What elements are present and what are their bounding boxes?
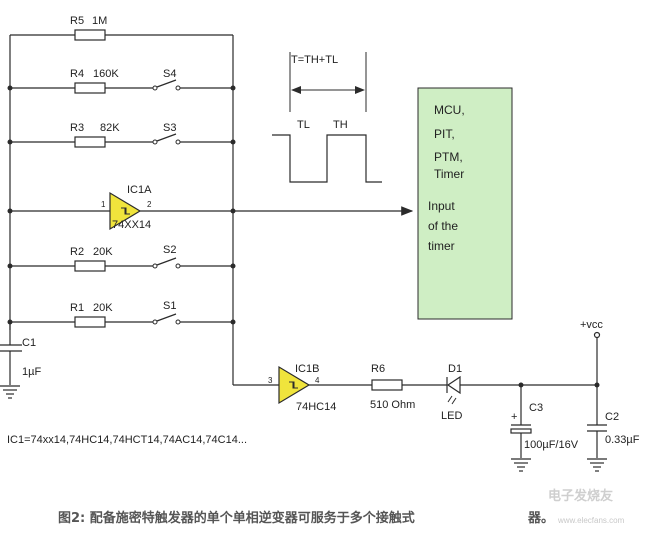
r5-value: 1M bbox=[92, 15, 107, 27]
ground-icon-c3 bbox=[511, 458, 531, 472]
d1-type: LED bbox=[441, 410, 462, 422]
ic1a-part: 74XX14 bbox=[112, 219, 151, 231]
mcu-line-3: PTM, bbox=[434, 150, 463, 164]
input-line-1: Input bbox=[428, 199, 455, 213]
r2-resistor bbox=[74, 260, 106, 272]
r5-branch: R5 1M bbox=[10, 15, 233, 41]
s1-label: S1 bbox=[163, 300, 176, 312]
s3-label: S3 bbox=[163, 122, 176, 134]
r5-label: R5 bbox=[70, 15, 84, 27]
mcu-line-2: PIT, bbox=[434, 127, 455, 141]
figure-caption-tail: 器。 bbox=[527, 511, 554, 526]
r3-branch: R3 82K S3 bbox=[10, 122, 233, 148]
c2-label: C2 bbox=[605, 411, 619, 423]
s4-contact bbox=[152, 85, 158, 91]
r1-label: R1 bbox=[70, 302, 84, 314]
r3-resistor bbox=[74, 136, 106, 148]
square-wave bbox=[272, 134, 382, 183]
s3-switch bbox=[156, 133, 177, 142]
timing-waveform: T=TH+TL TL TH bbox=[272, 52, 382, 183]
r4-label: R4 bbox=[70, 68, 84, 80]
r6-label: R6 bbox=[371, 363, 385, 375]
ic1a-label: IC1A bbox=[127, 184, 152, 196]
input-line-2: of the bbox=[428, 219, 458, 233]
ic1b-part: 74HC14 bbox=[296, 401, 336, 413]
r5-resistor bbox=[74, 29, 106, 41]
mcu-line-1: MCU, bbox=[434, 103, 465, 117]
tl-label: TL bbox=[297, 119, 310, 131]
ic1b-pin-in: 3 bbox=[268, 376, 273, 385]
input-line-3: timer bbox=[428, 239, 455, 253]
ground-icon-c2 bbox=[587, 458, 607, 472]
ic1b-label: IC1B bbox=[295, 363, 319, 375]
c2-capacitor: C2 0.33µF bbox=[587, 411, 640, 472]
ic1a-branch: IC1A 74XX14 1 2 bbox=[10, 184, 414, 231]
ic1a-pin-out: 2 bbox=[147, 200, 152, 209]
r4-resistor bbox=[74, 82, 106, 94]
s4-label: S4 bbox=[163, 68, 176, 80]
r2-value: 20K bbox=[93, 246, 113, 258]
r3-value: 82K bbox=[100, 122, 120, 134]
ic1b-branch: IC1B 74HC14 3 4 bbox=[233, 363, 372, 413]
vcc-label: +vcc bbox=[580, 319, 603, 331]
r6-resistor bbox=[371, 379, 403, 391]
mcu-box: MCU, PIT, PTM, Timer Input of the timer bbox=[417, 87, 513, 320]
r3-label: R3 bbox=[70, 122, 84, 134]
c3-polarity: + bbox=[511, 411, 517, 423]
r6-value: 510 Ohm bbox=[370, 399, 415, 411]
r1-value: 20K bbox=[93, 302, 113, 314]
th-label: TH bbox=[333, 119, 348, 131]
c3-capacitor: + C3 100µF/16V bbox=[510, 385, 579, 472]
s2-switch bbox=[156, 257, 177, 266]
d1-label: D1 bbox=[448, 363, 462, 375]
r2-branch: R2 20K S2 bbox=[10, 244, 233, 272]
c3-value: 100µF/16V bbox=[524, 439, 579, 451]
s2-label: S2 bbox=[163, 244, 176, 256]
c1-label: C1 bbox=[22, 337, 36, 349]
period-formula: T=TH+TL bbox=[291, 54, 338, 66]
ground-icon bbox=[0, 385, 20, 399]
c1-capacitor: C1 1µF bbox=[0, 322, 41, 385]
led-icon bbox=[446, 375, 461, 395]
ic1b-pin-out: 4 bbox=[315, 376, 320, 385]
r6-resistor-group: R6 510 Ohm bbox=[370, 363, 447, 411]
r1-branch: R1 20K S1 bbox=[10, 300, 233, 328]
junctions bbox=[7, 85, 600, 388]
r4-branch: R4 160K S4 bbox=[10, 68, 233, 94]
vcc-node: +vcc bbox=[521, 319, 603, 425]
c2-value: 0.33µF bbox=[605, 434, 640, 446]
ic-note: IC1=74xx14,74HC14,74HCT14,74AC14,74C14..… bbox=[7, 434, 247, 446]
mcu-box-rect bbox=[417, 87, 513, 320]
vcc-terminal bbox=[593, 331, 601, 339]
s4-switch bbox=[156, 79, 177, 88]
mcu-line-4: Timer bbox=[434, 167, 464, 181]
figure-caption: 图2: 配备施密特触发器的单个单相逆变器可服务于多个接触式 bbox=[58, 510, 415, 526]
r4-value: 160K bbox=[93, 68, 119, 80]
r2-label: R2 bbox=[70, 246, 84, 258]
watermark-logo: 电子发烧友 bbox=[548, 488, 613, 504]
c3-label: C3 bbox=[529, 402, 543, 414]
ic1a-pin-in: 1 bbox=[101, 200, 106, 209]
watermark-url: www.elecfans.com bbox=[557, 516, 625, 525]
c1-value: 1µF bbox=[22, 366, 41, 378]
d1-led: D1 LED bbox=[441, 363, 521, 422]
s1-switch bbox=[156, 313, 177, 322]
r1-resistor bbox=[74, 316, 106, 328]
